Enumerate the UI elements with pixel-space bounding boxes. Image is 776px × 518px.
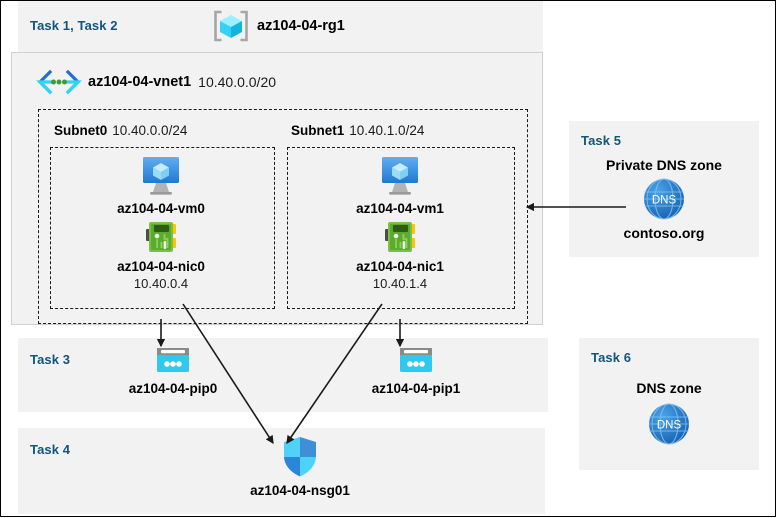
dns-icon-text: DNS: [657, 420, 682, 432]
resource-group-header: az104-04-rg1: [213, 9, 345, 43]
vm-0-name: az104-04-vm0: [117, 201, 205, 216]
dns-zone-icon[interactable]: DNS: [642, 177, 686, 221]
subnet-0-group: Subnet0 10.40.0.0/24: [47, 117, 277, 315]
vm-1-name: az104-04-vm1: [356, 201, 444, 216]
dns-zone-icon[interactable]: DNS: [647, 402, 691, 446]
task-label-4: Task 4: [30, 442, 71, 457]
subnet-1-boundary: [287, 147, 515, 309]
task-label-1-2: Task 1, Task 2: [30, 18, 118, 33]
task-label-5: Task 5: [581, 133, 622, 148]
subnet-1-cidr: 10.40.1.0/24: [349, 123, 425, 138]
nic-1-name: az104-04-nic1: [356, 259, 444, 274]
network-interface-icon[interactable]: [380, 220, 420, 256]
resource-group-name: az104-04-rg1: [257, 18, 345, 34]
subnet-1-group: Subnet1 10.40.1.0/24: [284, 117, 520, 315]
private-dns-zone-name: contoso.org: [623, 225, 705, 241]
subnet-1-name: Subnet1: [291, 123, 345, 138]
network-interface-icon[interactable]: [141, 220, 181, 256]
task-label-6: Task 6: [591, 350, 632, 365]
virtual-network-cidr: 10.40.0.0/20: [198, 74, 277, 90]
nic-0-ip: 10.40.0.4: [133, 276, 189, 291]
nic-1-stack: az104-04-nic1 10.40.1.4: [284, 220, 516, 291]
public-ip-address-icon[interactable]: [398, 346, 434, 376]
nic-0-name: az104-04-nic0: [117, 259, 205, 274]
virtual-machine-icon[interactable]: [138, 155, 184, 197]
subnet-0-cidr: 10.40.0.0/24: [112, 123, 188, 138]
task-label-3: Task 3: [30, 352, 71, 367]
dns-zone-stack: DNS zone DNS: [579, 380, 759, 446]
subnet-1-header: Subnet1 10.40.1.0/24: [291, 123, 424, 138]
virtual-network-name: az104-04-vnet1: [88, 74, 192, 90]
subnet-0-name: Subnet0: [54, 123, 108, 138]
resource-group-icon: [213, 9, 249, 43]
virtual-network-icon: [36, 69, 82, 95]
virtual-network-boundary: [38, 109, 528, 324]
virtual-machine-icon[interactable]: [377, 155, 423, 197]
resource-group-body: [11, 52, 543, 325]
task-6-panel: Task 6 DNS zone: [579, 338, 759, 470]
private-dns-zone-stack: Private DNS zone: [569, 157, 759, 241]
nsg-stack: az104-04-nsg01: [240, 436, 360, 498]
resource-group-header-band: Task 1, Task 2 az104-04-rg1: [18, 1, 543, 52]
task-3-panel: Task 3 az104-04-pip0: [18, 338, 548, 412]
network-security-group-icon[interactable]: [282, 436, 318, 478]
pip-0-name: az104-04-pip0: [128, 381, 218, 396]
vm-1-stack: az104-04-vm1: [284, 155, 516, 216]
nic-0-stack: az104-04-nic0 10.40.0.4: [47, 220, 275, 291]
pip-1-name: az104-04-pip1: [371, 381, 461, 396]
private-dns-zone-title: Private DNS zone: [606, 157, 722, 173]
dns-icon-text: DNS: [652, 195, 677, 207]
subnet-0-header: Subnet0 10.40.0.0/24: [54, 123, 187, 138]
virtual-network-header: az104-04-vnet1 10.40.0.0/20: [36, 69, 277, 95]
pip-0-stack: az104-04-pip0: [113, 346, 233, 396]
public-ip-address-icon[interactable]: [155, 346, 191, 376]
task-4-panel: Task 4 az104-04-nsg: [18, 428, 545, 514]
subnet-0-boundary: [50, 147, 275, 309]
pip-1-stack: az104-04-pip1: [356, 346, 476, 396]
dns-zone-title: DNS zone: [636, 380, 702, 396]
nic-1-ip: 10.40.1.4: [372, 276, 428, 291]
vm-0-stack: az104-04-vm0: [47, 155, 275, 216]
task-5-panel: Task 5 Private DNS zone: [569, 121, 759, 257]
nsg-name: az104-04-nsg01: [250, 483, 350, 498]
